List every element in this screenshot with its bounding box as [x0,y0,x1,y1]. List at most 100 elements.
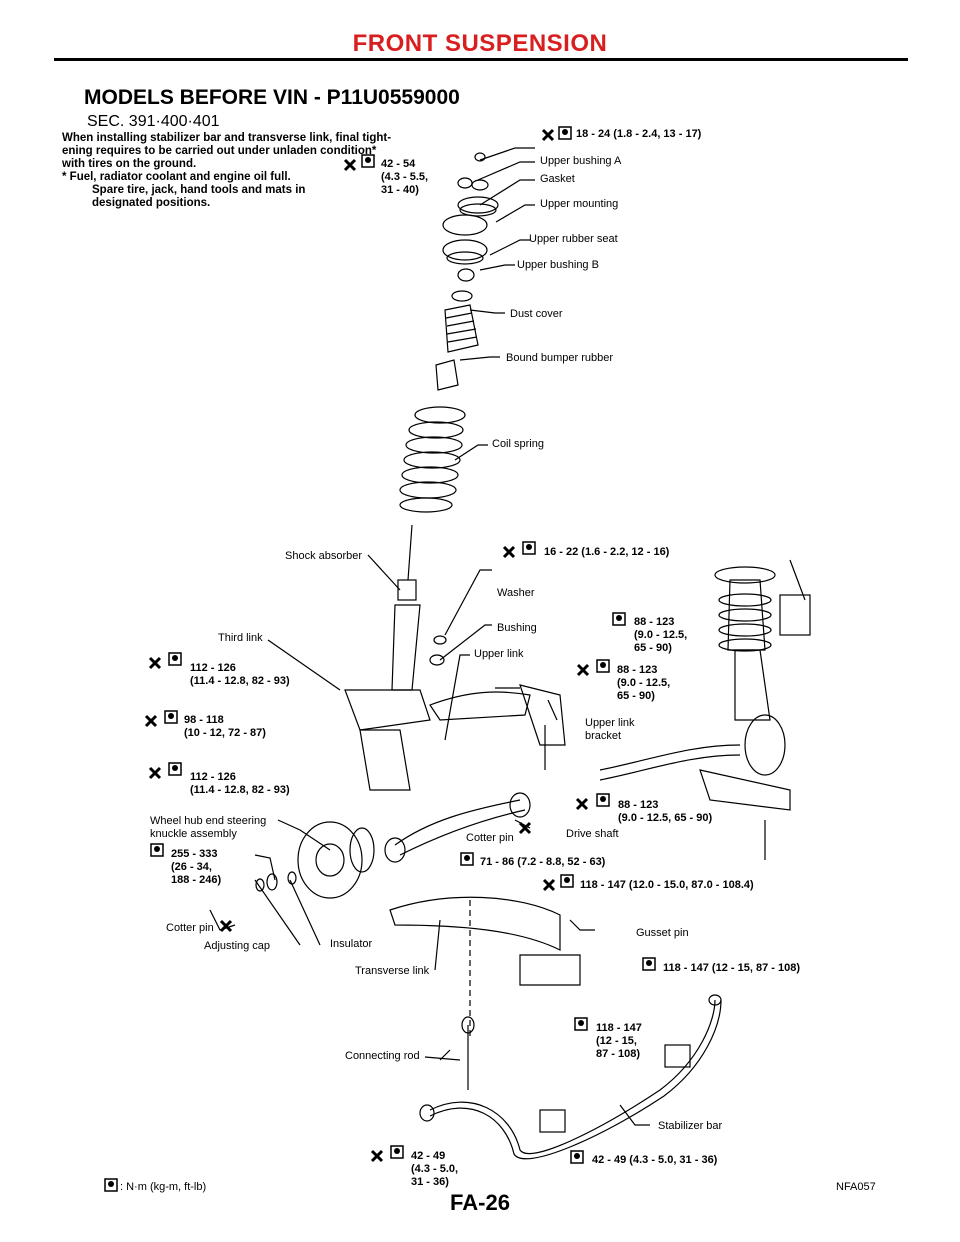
torque-spec-line: 255 - 333 [171,848,218,860]
label-drive-shaft: Drive shaft [566,828,619,840]
label-stabilizer-bar: Stabilizer bar [658,1120,723,1132]
torque-spec-upper-mount: 18 - 24 (1.8 - 2.4, 13 - 17) [576,128,702,140]
replace-part-icon [343,158,357,172]
torque-spec-knuckle-nut: 98 - 118 (10 - 12, 72 - 87) [184,714,266,740]
torque-spec-line: (11.4 - 12.8, 82 - 93) [190,784,290,796]
torque-wrench-icon [104,1178,118,1192]
label-upper-link: Upper link [474,648,524,660]
torque-wrench-icon [522,541,536,555]
label-third-link: Third link [218,632,263,644]
label-upper-rubber-seat: Upper rubber seat [529,233,618,245]
label-upper-link-bracket: Upper link bracket [585,717,635,743]
label-gasket: Gasket [540,173,575,185]
note-line: ening requires to be carried out under u… [62,145,377,157]
label-insulator: Insulator [330,938,373,950]
label-upper-mounting: Upper mounting [540,198,619,210]
torque-spec-line: (9.0 - 12.5, [617,677,671,689]
label-wheel-hub-line: knuckle assembly [150,828,237,840]
label-wheel-hub: Wheel hub end steering knuckle assembly [150,815,266,841]
replace-part-icon [148,656,162,670]
figure-id: NFA057 [836,1181,876,1193]
torque-wrench-icon [164,710,178,724]
torque-spec-line: 118 - 147 [596,1022,642,1034]
torque-spec-ball-joint: 71 - 86 (7.2 - 8.8, 52 - 63) [480,856,606,868]
torque-spec-line: 31 - 40) [381,184,419,196]
torque-wrench-icon [558,126,572,140]
page-header-title: FRONT SUSPENSION [352,30,608,57]
replace-part-icon [148,766,162,780]
label-cotter-pin-lower: Cotter pin [166,922,214,934]
torque-wrench-icon [361,154,375,168]
torque-spec-transverse-front: 118 - 147 (12.0 - 15.0, 87.0 - 108.4) [580,879,754,891]
torque-spec-shock: 16 - 22 (1.6 - 2.2, 12 - 16) [544,546,670,558]
torque-spec-lower-third-link: 112 - 126 (11.4 - 12.8, 82 - 93) [190,771,290,797]
note-line: designated positions. [92,197,211,209]
torque-spec-upper-link-a: 88 - 123 (9.0 - 12.5, 65 - 90) [634,616,687,655]
torque-wrench-icon [596,793,610,807]
torque-wrench-icon [642,957,656,971]
label-upper-bushing-b: Upper bushing B [517,259,599,271]
torque-spec-line: 65 - 90) [634,642,672,654]
torque-spec-line: (9.0 - 12.5, 65 - 90) [618,812,713,824]
header-divider [54,58,908,61]
replace-part-icon [542,878,556,892]
label-cotter-pin-upper: Cotter pin [466,832,514,844]
torque-spec-line: 88 - 123 [634,616,675,628]
torque-spec-third-link: 112 - 126 (11.4 - 12.8, 82 - 93) [190,662,290,688]
torque-spec-line: (12 - 15, [596,1035,637,1047]
note-line: When installing stabilizer bar and trans… [62,132,392,144]
torque-spec-line: 112 - 126 [190,771,236,783]
torque-spec-line: 88 - 123 [617,664,658,676]
note-line: * Fuel, radiator coolant and engine oil … [62,171,291,183]
replace-part-icon [575,797,589,811]
torque-wrench-icon [168,652,182,666]
torque-wrench-icon [560,874,574,888]
label-upper-bushing-a: Upper bushing A [540,155,622,167]
replace-part-icon [502,545,516,559]
torque-spec-line: (10 - 12, 72 - 87) [184,727,266,739]
torque-wrench-icon [168,762,182,776]
torque-unit-legend: : N·m (kg-m, ft-lb) [120,1181,207,1193]
replace-part-icon [370,1149,384,1163]
torque-spec-gusset: 118 - 147 (12 - 15, 87 - 108) [663,962,800,974]
label-dust-cover: Dust cover [510,308,563,320]
torque-spec-line: 88 - 123 [618,799,659,811]
replace-part-icon [144,714,158,728]
label-connecting-rod: Connecting rod [345,1050,420,1062]
label-upper-link-bracket-line: bracket [585,730,622,742]
label-adjusting-cap: Adjusting cap [204,940,271,952]
label-upper-link-bracket-line: Upper link [585,717,635,729]
torque-spec-line: 87 - 108) [596,1048,641,1060]
torque-spec-line: (4.3 - 5.5, [381,171,429,183]
torque-spec-line: (9.0 - 12.5, [634,629,688,641]
torque-spec-hub-nut: 255 - 333 (26 - 34, 188 - 246) [171,848,221,887]
label-bound-bumper-rubber: Bound bumper rubber [506,352,614,364]
torque-wrench-icon [460,852,474,866]
section-code: SEC. 391·400·401 [87,113,220,130]
torque-spec-stabilizer-clamp: 42 - 49 (4.3 - 5.0, 31 - 36) [592,1154,718,1166]
label-wheel-hub-line: Wheel hub end steering [150,815,267,827]
torque-spec-line: 42 - 54 [381,158,416,170]
torque-spec-line: 98 - 118 [184,714,224,726]
torque-spec-transverse-rear: 118 - 147 (12 - 15, 87 - 108) [596,1022,642,1061]
torque-wrench-icon [574,1017,588,1031]
torque-spec-line: 112 - 126 [190,662,236,674]
torque-spec-upper-nut: 42 - 54 (4.3 - 5.5, 31 - 40) [381,158,428,197]
torque-spec-line: 188 - 246) [171,874,222,886]
torque-wrench-icon [150,843,164,857]
torque-spec-line: 65 - 90) [617,690,655,702]
torque-wrench-icon [390,1145,404,1159]
torque-spec-connecting-rod: 42 - 49 (4.3 - 5.0, 31 - 36) [411,1150,458,1189]
torque-spec-line: (26 - 34, [171,861,212,873]
label-coil-spring: Coil spring [492,438,544,450]
label-bushing: Bushing [497,622,537,634]
torque-spec-bracket: 88 - 123 (9.0 - 12.5, 65 - 90) [618,799,712,825]
note-line: with tires on the ground. [62,158,197,170]
replace-part-icon [219,919,233,933]
section-title: MODELS BEFORE VIN - P11U0559000 [84,86,460,109]
torque-spec-line: (11.4 - 12.8, 82 - 93) [190,675,290,687]
torque-spec-line: 42 - 49 [411,1150,446,1162]
torque-spec-line: 31 - 36) [411,1176,449,1188]
torque-wrench-icon [612,612,626,626]
